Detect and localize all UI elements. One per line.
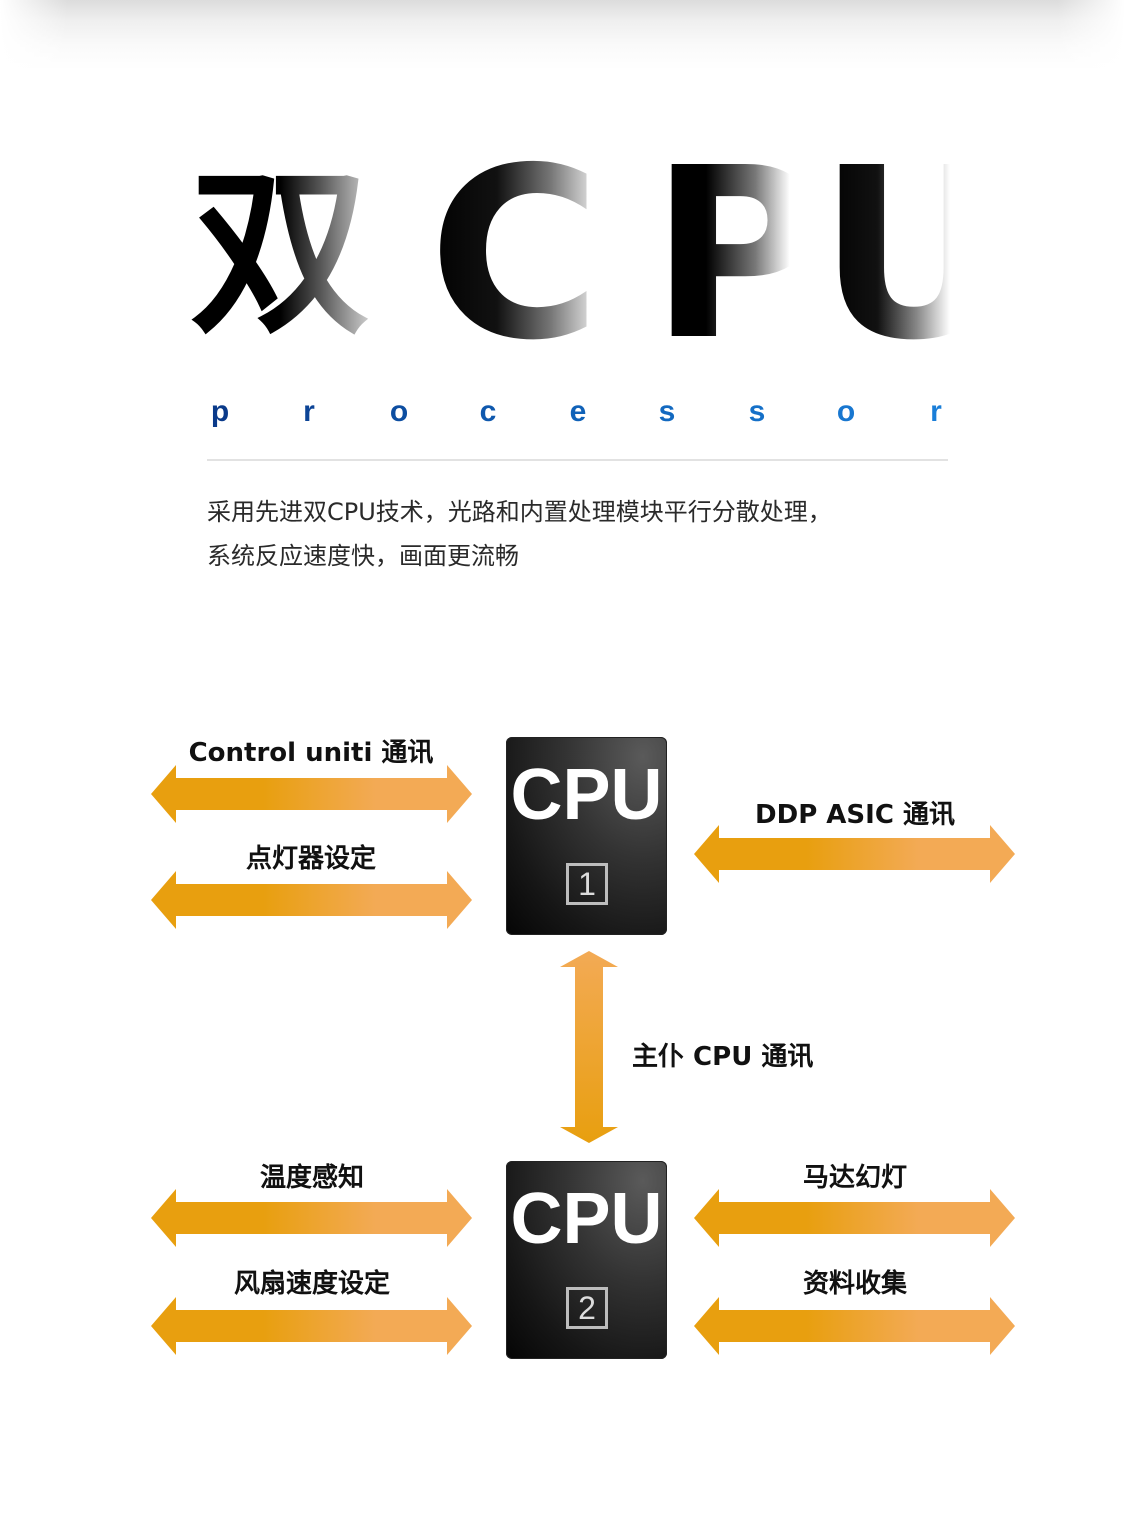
hero-cell-c: C bbox=[425, 150, 605, 360]
hero-cell-u: U bbox=[818, 150, 950, 360]
label-ddp-asic: DDP ASIC 通讯 bbox=[755, 800, 955, 830]
arrow-ddp-asic bbox=[694, 825, 1015, 883]
label-fan-speed: 风扇速度设定 bbox=[233, 1269, 390, 1299]
subtitle-letter: r bbox=[930, 395, 942, 428]
cpu-1-label: CPU bbox=[510, 755, 663, 835]
top-shadow-band bbox=[0, 0, 1125, 70]
cpu-2-label: CPU bbox=[510, 1179, 663, 1259]
label-control-unit: Control uniti 通讯 bbox=[188, 738, 434, 768]
hero-char-shuang: 双 bbox=[190, 150, 390, 360]
arrow-control-unit bbox=[151, 765, 472, 823]
subtitle-letter: r bbox=[303, 395, 315, 428]
hero-title: 双 C P U bbox=[190, 150, 950, 360]
subtitle-letter: o bbox=[389, 395, 409, 428]
arrow-ballast-setting bbox=[151, 871, 472, 929]
divider bbox=[207, 459, 948, 461]
subtitle-letter: o bbox=[836, 395, 856, 428]
label-master-slave-link: 主仆 CPU 通讯 bbox=[632, 1042, 814, 1072]
arrow-motor-slide bbox=[694, 1189, 1015, 1247]
cpu-link-arrow bbox=[560, 951, 618, 1143]
arrow-fan-speed bbox=[151, 1297, 472, 1355]
subtitle-letter: s bbox=[658, 395, 676, 428]
hero-char-c: C bbox=[425, 150, 605, 360]
subtitle-processor: p r o c e s s o r bbox=[207, 392, 949, 432]
description-line-2: 系统反应速度快，画面更流畅 bbox=[207, 542, 519, 570]
hero-char-p: P bbox=[650, 150, 790, 360]
hero-char-u: U bbox=[818, 150, 950, 360]
hero-cell-p: P bbox=[650, 150, 790, 360]
subtitle-letter: s bbox=[748, 395, 766, 428]
label-temperature-sensing: 温度感知 bbox=[259, 1163, 364, 1193]
subtitle-letter: p bbox=[210, 395, 230, 428]
hero-cell-shuang: 双 bbox=[190, 150, 390, 360]
label-ballast-setting: 点灯器设定 bbox=[245, 844, 376, 874]
subtitle-letter: e bbox=[569, 395, 587, 428]
label-motor-slide: 马达幻灯 bbox=[802, 1163, 907, 1193]
arrow-temperature-sensing bbox=[151, 1189, 472, 1247]
description-line-1: 采用先进双CPU技术，光路和内置处理模块平行分散处理， bbox=[207, 498, 832, 526]
arrow-data-collection bbox=[694, 1297, 1015, 1355]
cpu-1-number: 1 bbox=[566, 863, 608, 905]
subtitle-letter: c bbox=[479, 395, 497, 428]
cpu-1-chip: CPU 1 bbox=[506, 737, 667, 935]
cpu-2-chip: CPU 2 bbox=[506, 1161, 667, 1359]
cpu-2-number: 2 bbox=[566, 1287, 608, 1329]
description: 采用先进双CPU技术，光路和内置处理模块平行分散处理， 系统反应速度快，画面更流… bbox=[207, 490, 967, 578]
label-data-collection: 资料收集 bbox=[802, 1269, 907, 1299]
